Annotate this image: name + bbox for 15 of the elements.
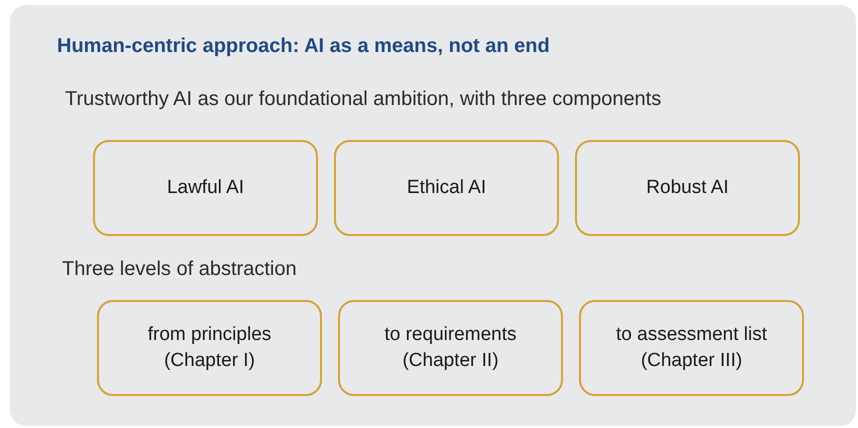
rounded-box [575,140,800,236]
rounded-box [334,140,559,236]
title: Human-centric approach: AI as a means, not an end [57,35,550,58]
section-heading: Trustworthy AI as our foundational ambition, with three components [65,88,662,111]
box-label: Ethical AI [406,176,486,200]
section-heading: Three levels of abstraction [62,258,297,281]
rounded-box [93,140,318,236]
rounded-box [338,300,563,396]
rounded-box [97,300,322,396]
box-label: Robust AI [646,176,729,200]
box-label: Lawful AI [166,176,244,200]
box-label: from principles (Chapter I) [146,323,272,373]
box-label: to requirements (Chapter II) [383,323,518,373]
box-label: to assessment list (Chapter III) [615,323,768,373]
rounded-box [579,300,804,396]
